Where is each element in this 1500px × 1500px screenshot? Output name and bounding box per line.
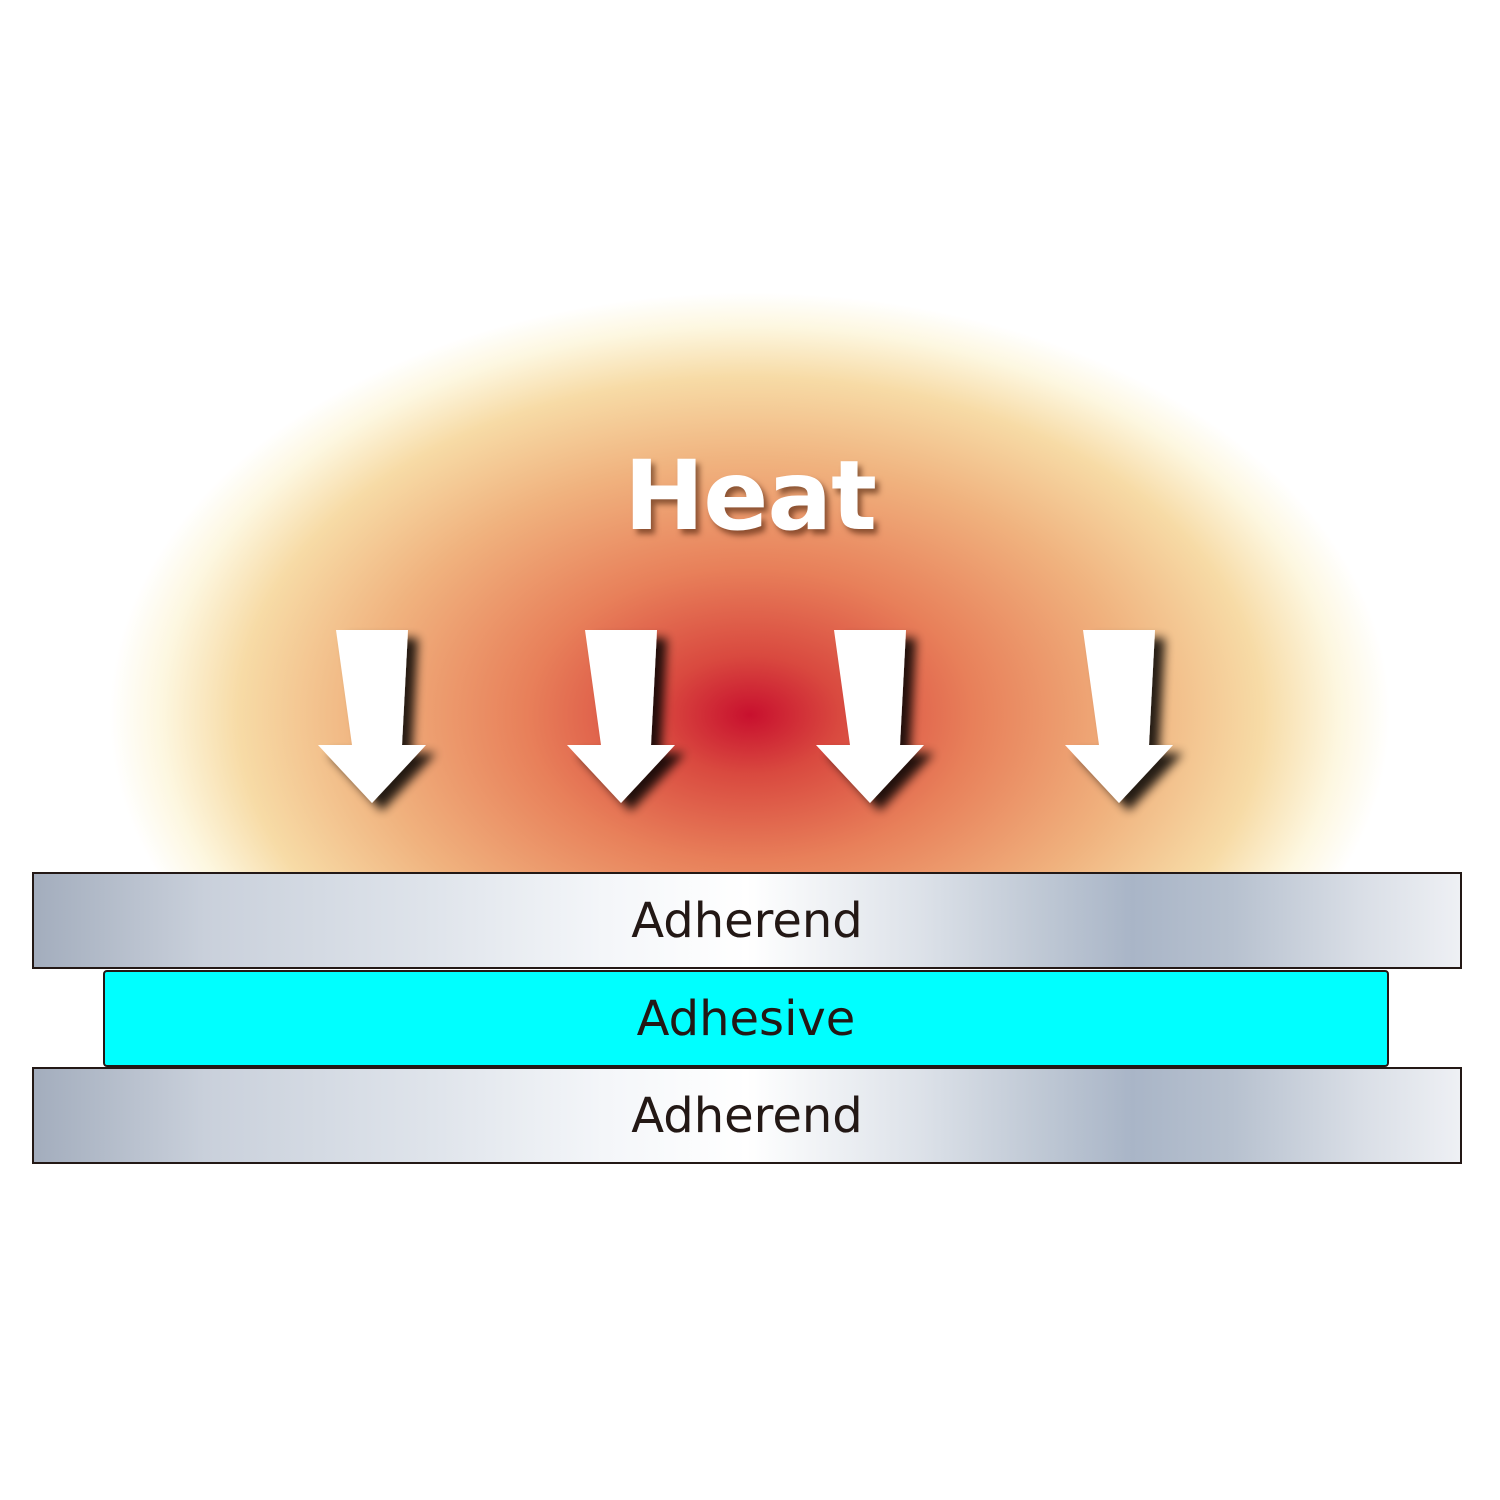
adhesive-label: Adhesive bbox=[636, 990, 856, 1047]
heat-label: Heat bbox=[623, 440, 877, 552]
arrow-down-icon bbox=[318, 630, 426, 803]
adherend-top-label: Adherend bbox=[631, 892, 863, 949]
adherend-bottom-label: Adherend bbox=[631, 1087, 863, 1144]
arrow-down-icon bbox=[567, 630, 675, 803]
arrow-down-icon bbox=[816, 630, 924, 803]
adherend-top-layer: Adherend bbox=[32, 872, 1462, 969]
arrow-down-icon bbox=[1065, 630, 1173, 803]
adherend-bottom-layer: Adherend bbox=[32, 1067, 1462, 1164]
adhesive-layer: Adhesive bbox=[103, 970, 1389, 1067]
